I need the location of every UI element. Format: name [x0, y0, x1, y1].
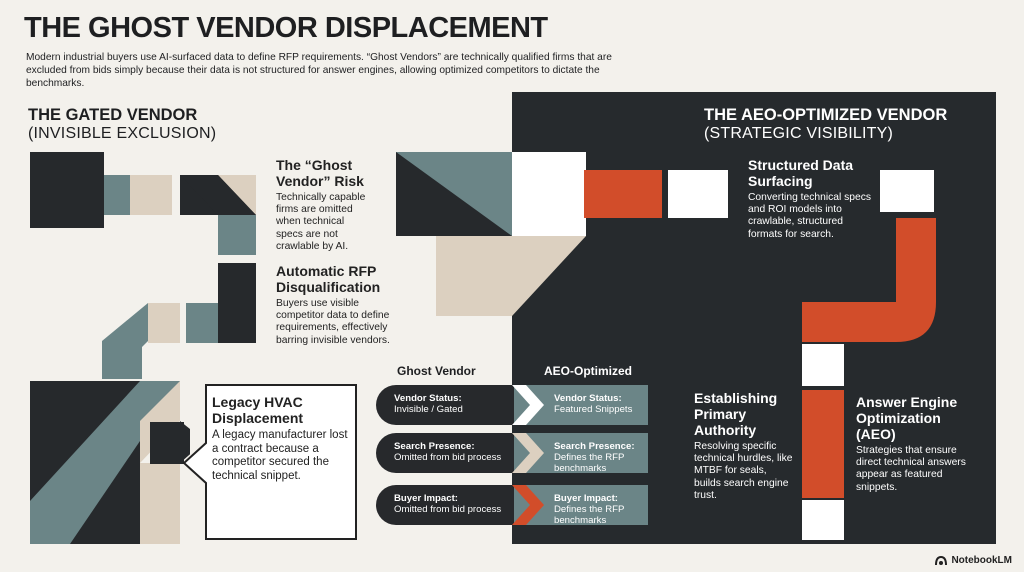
arrow-chevron — [512, 385, 544, 425]
ghost-vendor-risk: The “Ghost Vendor” Risk Technically capa… — [276, 157, 386, 253]
ghost-vendor-risk-body: Technically capable firms are omitted wh… — [276, 192, 366, 252]
aeo-body: Strategies that ensure direct technical … — [856, 445, 966, 493]
ghost-value: Omitted from bid process — [394, 504, 502, 515]
gated-vendor-subtitle: (INVISIBLE EXCLUSION) — [28, 125, 217, 142]
aeo-title: Answer Engine Optimization (AEO) — [856, 394, 958, 442]
aeo-value: Featured Snippets — [554, 404, 633, 415]
rfp-disqualification-title: Automatic RFP Disqualification — [276, 263, 381, 295]
arrow-chevron — [512, 485, 544, 525]
ghost-row-search-presence: Search Presence:Omitted from bid process — [376, 433, 516, 473]
row-label: Buyer Impact: — [554, 493, 618, 504]
aeo-vendor-subtitle: (STRATEGIC VISIBILITY) — [704, 125, 894, 142]
aeo-column-header: AEO-Optimized — [544, 364, 633, 378]
answer-engine-optimization: Answer Engine Optimization (AEO) Strateg… — [856, 394, 976, 494]
row-label: Search Presence: — [554, 441, 635, 452]
rfp-disqualification: Automatic RFP Disqualification Buyers us… — [276, 263, 394, 347]
structured-data-body: Converting technical specs and ROI model… — [748, 192, 872, 240]
aeo-vendor-title: THE AEO-OPTIMIZED VENDOR — [704, 106, 948, 124]
ghost-vendor-column-header: Ghost Vendor — [397, 364, 476, 378]
ghost-value: Invisible / Gated — [394, 404, 463, 415]
ghost-row-vendor-status: Vendor Status:Invisible / Gated — [376, 385, 516, 425]
row-label: Buyer Impact: — [394, 493, 458, 504]
aeo-row-vendor-status: Vendor Status:Featured Snippets — [514, 385, 648, 425]
legacy-callout-frame — [182, 384, 357, 540]
rfp-disqualification-body: Buyers use visible competitor data to de… — [276, 298, 390, 346]
notebooklm-logo-icon — [935, 555, 948, 565]
primary-authority-body: Resolving specific technical hurdles, li… — [694, 441, 793, 501]
aeo-value: Defines the RFP benchmarks — [554, 504, 625, 526]
page-title: THE GHOST VENDOR DISPLACEMENT — [24, 12, 548, 44]
page-subtitle: Modern industrial buyers use AI-surfaced… — [26, 52, 612, 89]
legacy-hvac-body: A legacy manufacturer lost a contract be… — [212, 429, 348, 482]
legacy-hvac-title: Legacy HVAC Displacement — [212, 394, 304, 426]
ghost-vendor-risk-title: The “Ghost Vendor” Risk — [276, 157, 364, 189]
ghost-row-buyer-impact: Buyer Impact:Omitted from bid process — [376, 485, 516, 525]
primary-authority: Establishing Primary Authority Resolving… — [694, 390, 794, 502]
watermark-text: NotebookLM — [951, 555, 1012, 566]
structured-data-surfacing: Structured Data Surfacing Converting tec… — [748, 157, 878, 241]
aeo-vendor-heading: THE AEO-OPTIMIZED VENDOR (STRATEGIC VISI… — [704, 106, 947, 143]
ghost-value: Omitted from bid process — [394, 452, 502, 463]
gated-vendor-title: THE GATED VENDOR — [28, 106, 198, 124]
primary-authority-title: Establishing Primary Authority — [694, 390, 778, 438]
legacy-hvac-displacement: Legacy HVAC Displacement A legacy manufa… — [212, 394, 352, 483]
row-label: Vendor Status: — [554, 393, 622, 404]
structured-data-title: Structured Data Surfacing — [748, 157, 854, 189]
row-label: Vendor Status: — [394, 393, 462, 404]
arrow-chevron — [512, 433, 544, 473]
aeo-value: Defines the RFP benchmarks — [554, 452, 625, 474]
row-label: Search Presence: — [394, 441, 475, 452]
gated-vendor-heading: THE GATED VENDOR (INVISIBLE EXCLUSION) — [28, 106, 216, 143]
notebooklm-watermark: NotebookLM — [935, 555, 1012, 566]
